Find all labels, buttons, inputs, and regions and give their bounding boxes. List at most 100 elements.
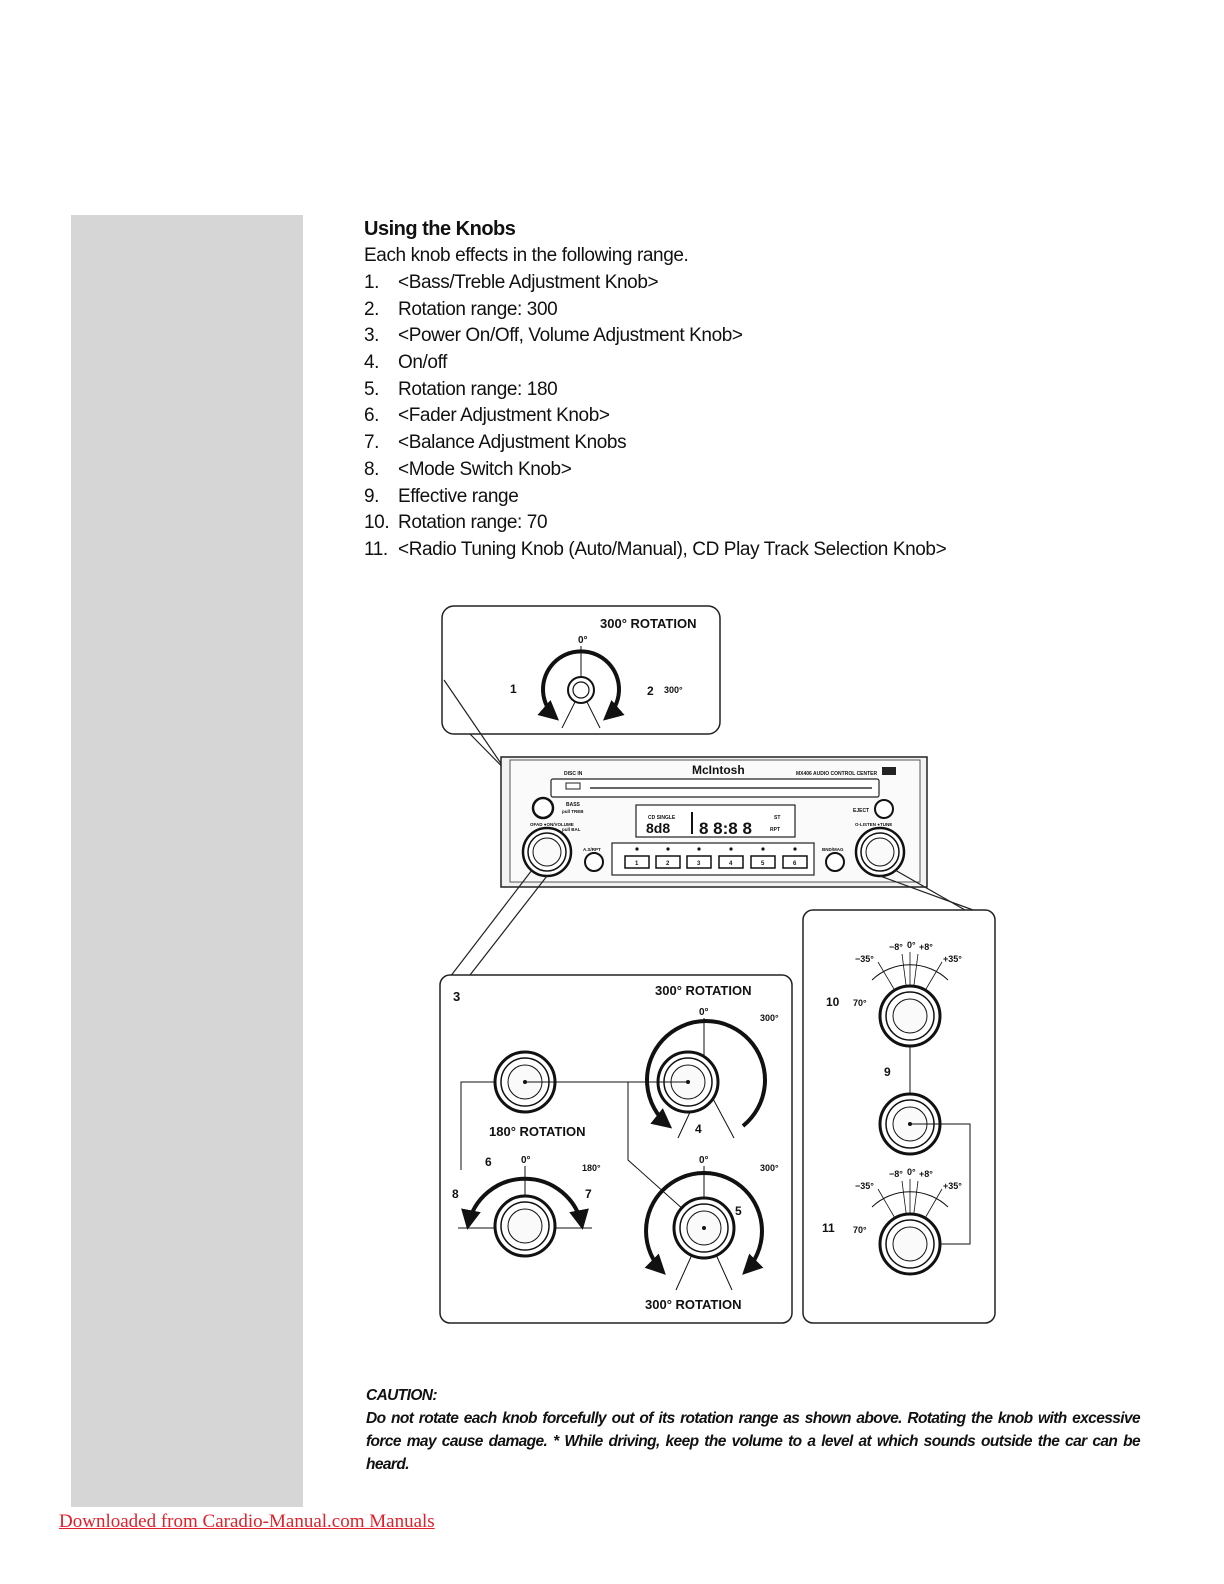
knob-list: 1.<Bass/Treble Adjustment Knob> 2.Rotati… <box>364 270 1164 564</box>
range-70-label-top: 70° <box>853 998 867 1008</box>
preset-button-4 <box>718 855 744 869</box>
list-item-text: On/off <box>398 352 448 374</box>
eject-button <box>874 799 894 819</box>
num-5: 5 <box>735 1204 742 1218</box>
list-item: 5.Rotation range: 180 <box>364 377 1164 404</box>
list-item-number: 11. <box>364 538 388 560</box>
top-num-1: 1 <box>510 682 517 696</box>
list-item-number: 7. <box>364 432 380 454</box>
range-label-a: 300° <box>760 1013 779 1023</box>
bnd-mag-label: BND/MAG <box>822 847 844 852</box>
left-knob-label: OFAD ●ON/VOLUME <box>530 822 574 827</box>
minus-35-label-bottom: −35° <box>855 1181 874 1191</box>
list-item: 8. <Mode Switch Knob> <box>364 457 1164 484</box>
minus-8-label-bottom: −8° <box>889 1169 903 1179</box>
preset-buttons: 1 2 3 4 5 6 <box>624 847 808 869</box>
top-zero-label: 0° <box>578 635 588 646</box>
display-right-digits: 8 8:8 8 <box>699 819 752 838</box>
left-knob-sub-label: pull BAL <box>562 827 581 832</box>
num-3: 3 <box>453 989 460 1004</box>
range-70-label-bottom: 70° <box>853 1225 867 1235</box>
num-6: 6 <box>485 1155 492 1169</box>
list-item-text: <Power On/Off, Volume Adjustment Knob> <box>398 325 743 347</box>
as-rpt-label: A.S/RPT <box>583 847 601 852</box>
bass-treble-knob-icon <box>567 676 595 704</box>
bnd-mag-button <box>825 852 845 872</box>
right-knob-label: O-LISTEN ●TUNE <box>855 822 892 827</box>
list-item: 7. <Balance Adjustment Knobs <box>364 430 1164 457</box>
plus-8-label-top: +8° <box>919 942 933 952</box>
list-item-number: 8. <box>364 458 380 480</box>
top-callout-panel: 300° ROTATION 0° 1 2 300° <box>441 605 721 807</box>
caution-note: CAUTION: Do not rotate each knob forcefu… <box>366 1384 1141 1476</box>
list-item-text: <Balance Adjustment Knobs <box>398 432 627 454</box>
bottom-left-panel: 3 300° ROTATION 0° 300° 4 180° ROTATION … <box>439 974 793 1324</box>
preset-label-6: 6 <box>793 861 797 867</box>
list-item-number: 6. <box>364 405 380 427</box>
preset-label-3: 3 <box>697 861 701 867</box>
list-item-number: 3. <box>364 325 380 347</box>
caution-text: Do not rotate each knob forcefully out o… <box>366 1410 1141 1473</box>
rotation-title-180: 180° ROTATION <box>489 1124 585 1139</box>
minus-8-label-top: −8° <box>889 942 903 952</box>
list-item: 9. Effective range <box>364 484 1164 511</box>
list-item-number: 5. <box>364 378 380 400</box>
brand-logo: McIntosh <box>692 763 745 777</box>
zero-label-a: 0° <box>699 1007 709 1018</box>
list-item-number: 9. <box>364 485 380 507</box>
preset-button-6 <box>782 855 808 869</box>
list-item-text: Effective range <box>398 485 519 507</box>
plus-35-label-bottom: +35° <box>943 1181 962 1191</box>
intro-text: Each knob effects in the following range… <box>364 245 689 266</box>
preset-button-2 <box>655 855 681 869</box>
model-label: MX406 AUDIO CONTROL CENTER <box>796 771 878 777</box>
minus-35-label-top: −35° <box>855 954 874 964</box>
num-10: 10 <box>826 995 840 1009</box>
display-cd-single: CD SINGLE <box>648 815 676 821</box>
list-item-number: 2. <box>364 298 380 320</box>
range-label-180: 180° <box>582 1163 601 1173</box>
display-st: ST <box>774 815 780 821</box>
preset-label-4: 4 <box>729 861 733 867</box>
head-unit: McIntosh MX406 AUDIO CONTROL CENTER DISC… <box>500 756 928 888</box>
rotation-title-bottom: 300° ROTATION <box>645 1297 741 1312</box>
bass-treble-knob <box>531 796 555 820</box>
rotation-title-top: 300° ROTATION <box>655 983 751 998</box>
top-num-2: 2 <box>647 684 654 698</box>
preset-button-3 <box>686 855 712 869</box>
preset-label-5: 5 <box>761 861 765 867</box>
section-heading: Using the Knobs <box>364 218 516 240</box>
cd-logo-icon <box>882 767 896 775</box>
caution-title: CAUTION: <box>366 1387 438 1404</box>
num-7: 7 <box>585 1187 592 1201</box>
range-label-c: 300° <box>760 1163 779 1173</box>
list-item-text: <Mode Switch Knob> <box>398 458 572 480</box>
plus-8-label-bottom: +8° <box>919 1169 933 1179</box>
knob-diagram-svg: 300° ROTATION 0° 1 2 300° McIntosh MX406… <box>439 605 996 1324</box>
plus-35-label-top: +35° <box>943 954 962 964</box>
top-rotation-title: 300° ROTATION <box>600 616 696 631</box>
knob-diagram: 300° ROTATION 0° 1 2 300° McIntosh MX406… <box>430 600 1010 1335</box>
list-item-number: 1. <box>364 272 380 293</box>
zero-label-top: 0° <box>907 940 916 950</box>
bottom-right-panel: −8° 0° +8° −35° +35° 70° 10 9 −8° 0° +8°… <box>802 909 996 1324</box>
list-item: 4. On/off <box>364 350 1164 377</box>
zero-label-b: 0° <box>521 1155 531 1166</box>
zero-label-bottom: 0° <box>907 1167 916 1177</box>
list-item: 10.Rotation range: 70 <box>364 510 1164 537</box>
list-item-text: <Radio Tuning Knob (Auto/Manual), CD Pla… <box>398 538 947 560</box>
list-item: 2. Rotation range: 300 <box>364 297 1164 324</box>
knobs-section: Using the Knobs Each knob effects in the… <box>364 218 1164 564</box>
preset-button-5 <box>750 855 776 869</box>
num-8: 8 <box>452 1187 459 1201</box>
list-item-text: <Fader Adjustment Knob> <box>398 405 610 427</box>
as-rpt-button <box>584 852 604 872</box>
list-item-number: 10. <box>364 512 390 534</box>
bass-sub-label: pull TREB <box>562 809 584 814</box>
bass-label: BASS <box>566 802 581 808</box>
list-item-text: Rotation range: 300 <box>398 298 558 320</box>
num-9: 9 <box>884 1065 891 1079</box>
preset-label-2: 2 <box>666 861 670 867</box>
list-item-number: 4. <box>364 352 380 374</box>
download-source-link[interactable]: Downloaded from Caradio-Manual.com Manua… <box>59 1511 435 1532</box>
